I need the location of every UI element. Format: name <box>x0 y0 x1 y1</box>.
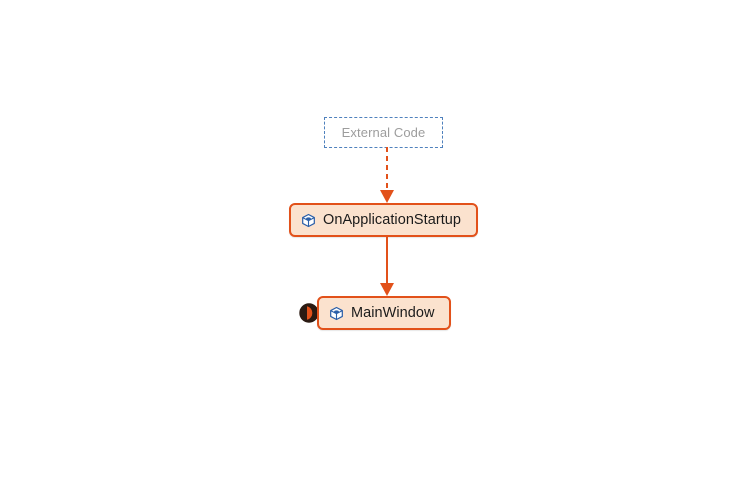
node-mainwindow[interactable]: MainWindow <box>317 296 451 330</box>
execution-marker-icon[interactable] <box>299 303 319 323</box>
cube-icon <box>302 213 315 227</box>
cube-icon <box>330 306 343 320</box>
node-mainwindow-label: MainWindow <box>351 305 435 321</box>
node-onapplicationstartup-label: OnApplicationStartup <box>323 212 462 228</box>
node-external-code[interactable]: External Code <box>324 117 443 148</box>
node-external-code-label: External Code <box>341 125 426 140</box>
arrowhead-icon <box>380 190 394 203</box>
edge-external-code-to-onapplicationstartup[interactable] <box>371 147 403 205</box>
arrowhead-icon <box>380 283 394 296</box>
edge-onapplicationstartup-to-mainwindow[interactable] <box>371 236 403 298</box>
node-onapplicationstartup[interactable]: OnApplicationStartup <box>289 203 478 237</box>
